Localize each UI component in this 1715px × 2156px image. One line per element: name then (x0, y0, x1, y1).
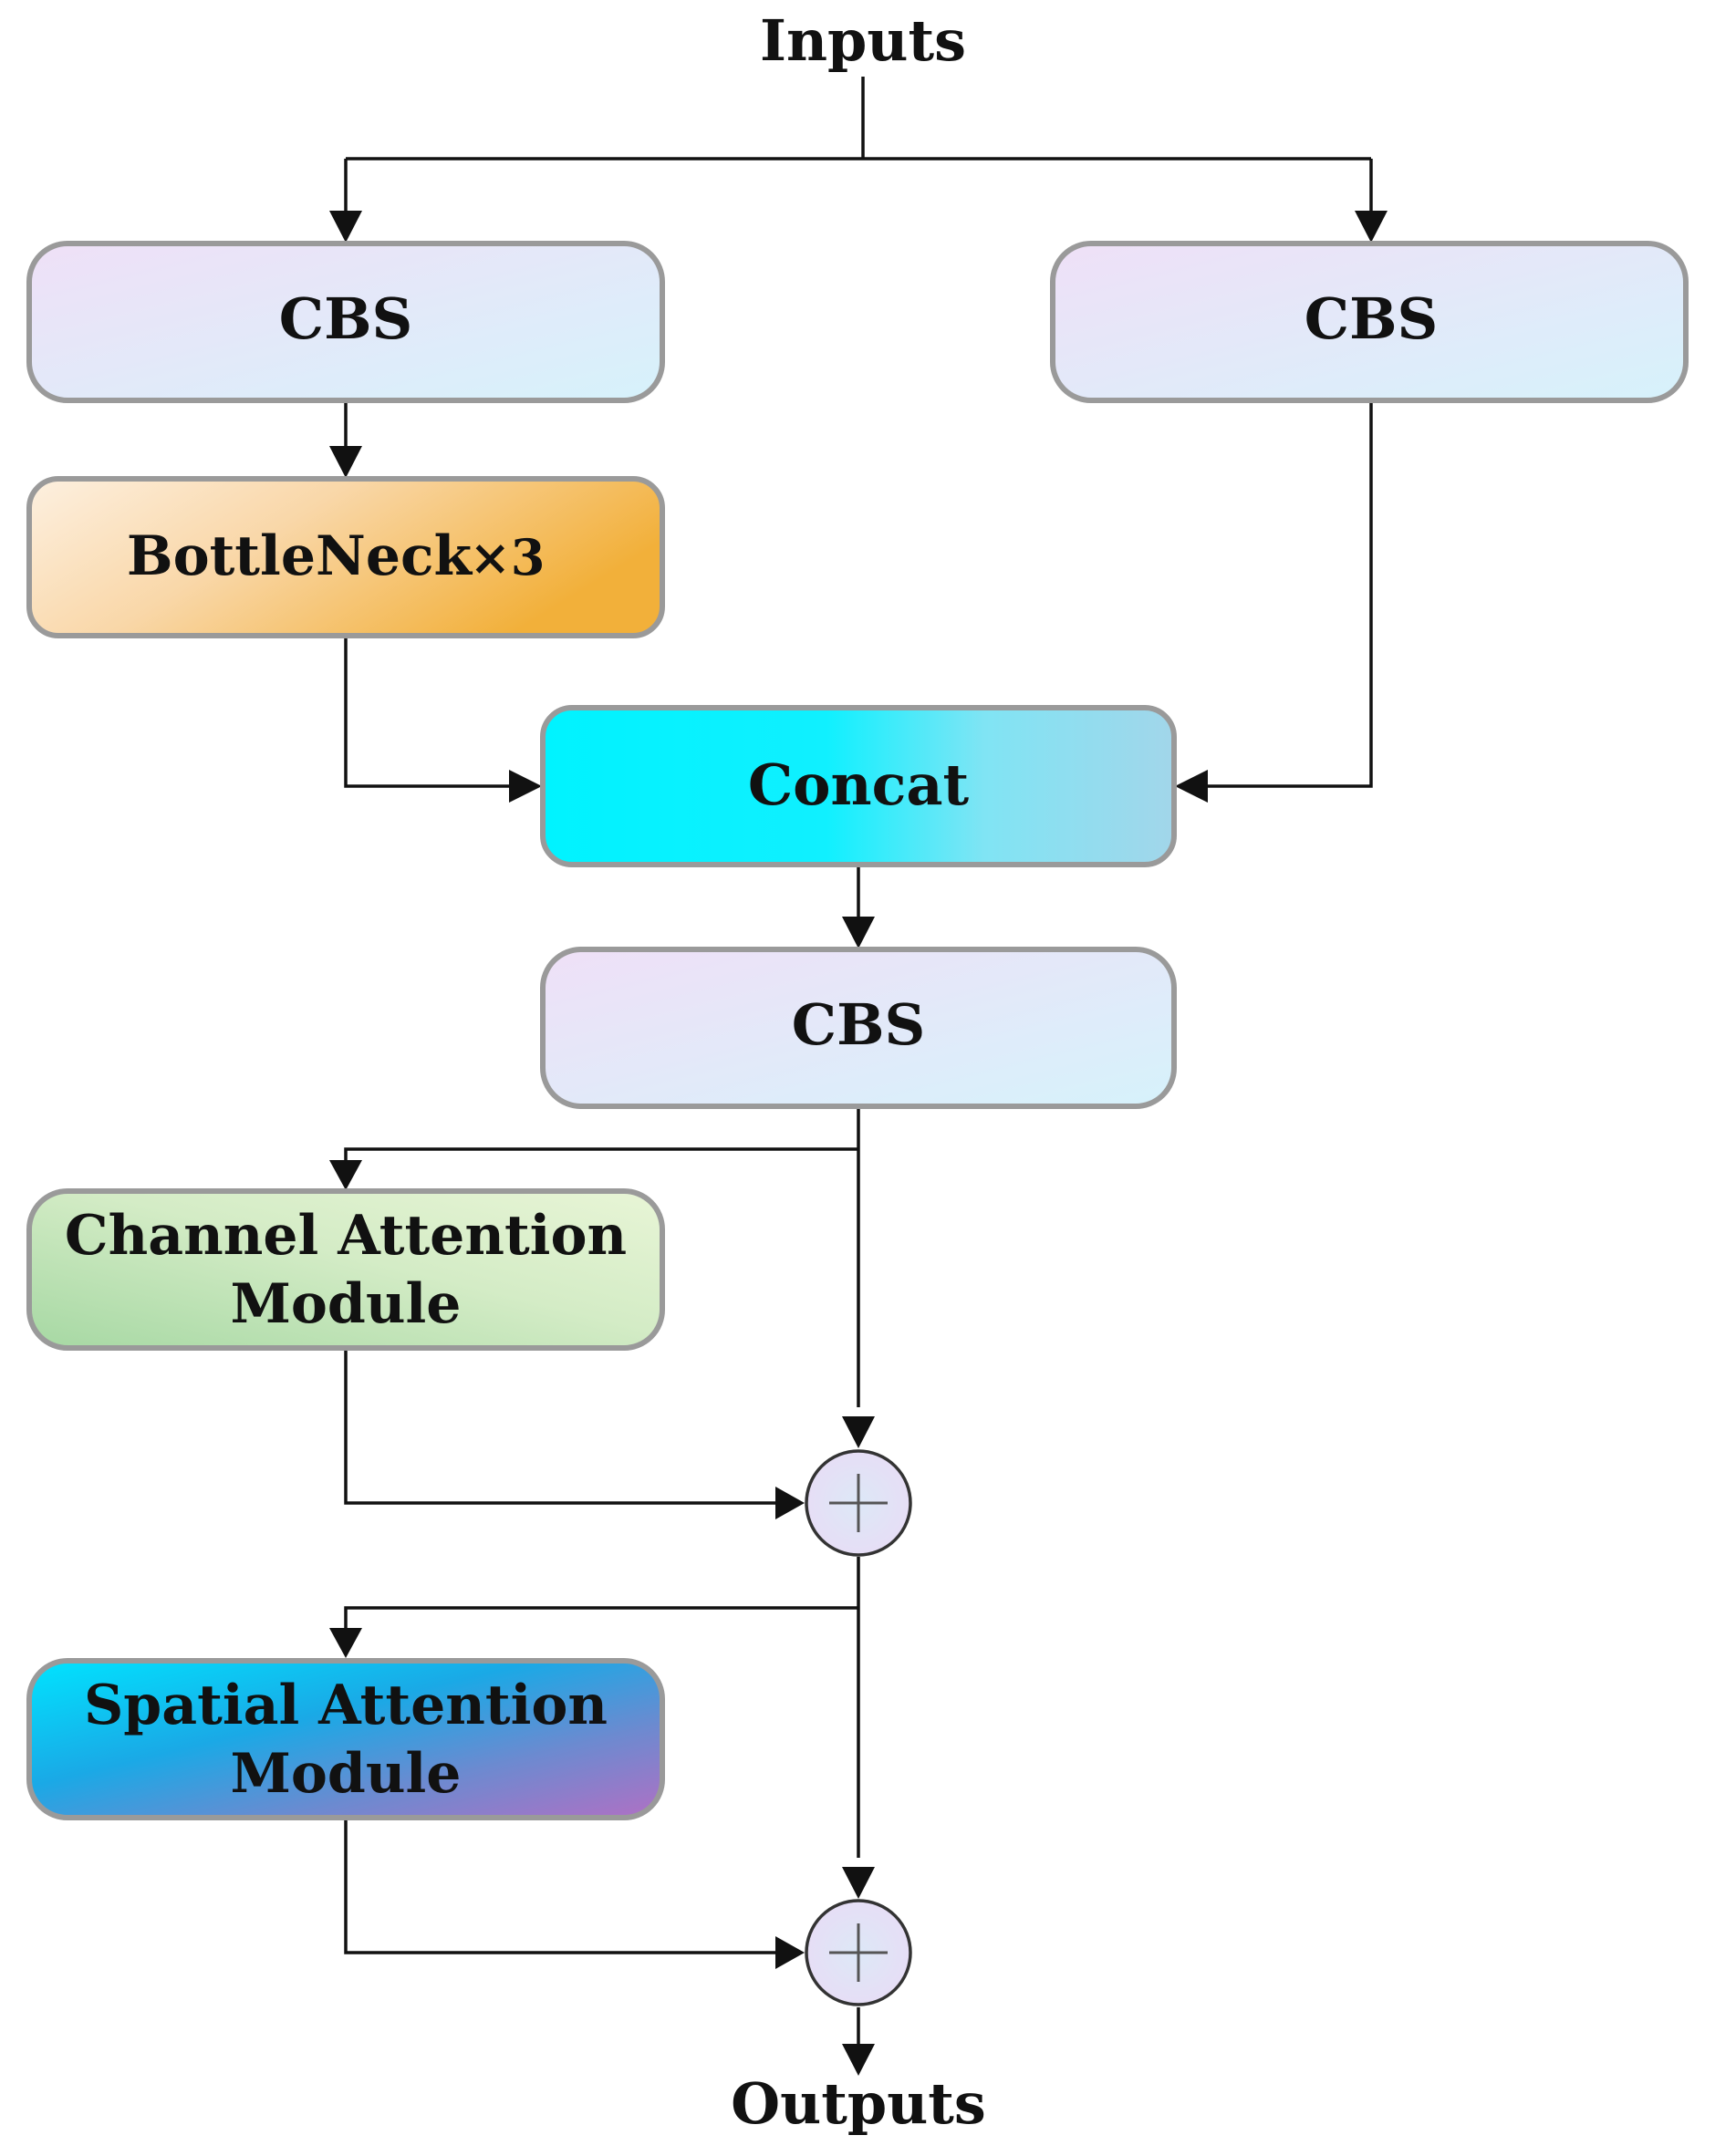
arrowhead-cbs-left (329, 211, 362, 243)
connectors (344, 77, 1373, 2048)
arrowhead-add1-top (842, 1416, 875, 1448)
plus-icon (829, 1474, 888, 1532)
arrowhead-cbs-right (1355, 211, 1388, 243)
bottleneck-block: BottleNeck ×3 (26, 476, 665, 638)
cbs-left-box (26, 241, 665, 403)
concat-label: Concat (748, 751, 970, 818)
arrowhead-output (842, 2044, 875, 2076)
arrowhead-add2-top (842, 1867, 875, 1899)
spatial-attention-label-line1: Spatial Attention (84, 1674, 608, 1737)
add-operator-1 (805, 1449, 912, 1557)
edge-channel-to-add1 (344, 1350, 785, 1505)
concat-block: Concat (540, 705, 1177, 867)
inputs-label: Inputs (760, 7, 966, 74)
arrowhead-channel (329, 1160, 362, 1190)
cbs-right-label: CBS (1304, 285, 1439, 352)
edge-to-spatial (344, 1606, 858, 1636)
spatial-attention-box (26, 1658, 665, 1820)
edge-to-channel (344, 1147, 858, 1167)
cbs-mid-block: CBS (540, 947, 1177, 1109)
edge-spatial-to-add2 (344, 1819, 785, 1954)
arrowhead-bottleneck (329, 446, 362, 478)
arrowhead-cbs-mid (842, 917, 875, 948)
edge-cbs-right-to-concat (1204, 403, 1373, 788)
arrowhead-spatial (329, 1628, 362, 1658)
cbs-left-block: CBS (26, 241, 665, 403)
cbs-right-block: CBS (1050, 241, 1689, 403)
concat-box (540, 705, 1177, 867)
arrowheads (329, 211, 1388, 2076)
cbs-mid-box (540, 947, 1177, 1109)
bottleneck-box (26, 476, 665, 638)
arrowhead-concat-right (1175, 770, 1208, 803)
add-operator-2 (805, 1899, 912, 2006)
plus-icon (829, 1923, 888, 1982)
outputs-label: Outputs (731, 2070, 986, 2137)
edge-bottleneck-to-concat (344, 637, 513, 788)
channel-attention-block: Channel Attention Module (26, 1188, 665, 1351)
channel-attention-label-line1: Channel Attention (65, 1204, 627, 1268)
cbs-right-box (1050, 241, 1689, 403)
channel-attention-label-line2: Module (231, 1272, 462, 1336)
spatial-attention-label-line2: Module (231, 1742, 462, 1806)
arrowhead-add2-left (775, 1936, 805, 1969)
bottleneck-label: BottleNeck (127, 524, 473, 588)
cbs-mid-label: CBS (792, 991, 926, 1058)
arrowhead-concat-left (509, 770, 542, 803)
bottleneck-multiplier: ×3 (470, 528, 546, 586)
cbs-left-label: CBS (279, 285, 413, 352)
spatial-attention-block: Spatial Attention Module (26, 1658, 665, 1820)
arrowhead-add1-left (775, 1487, 805, 1519)
channel-attention-box (26, 1188, 665, 1351)
